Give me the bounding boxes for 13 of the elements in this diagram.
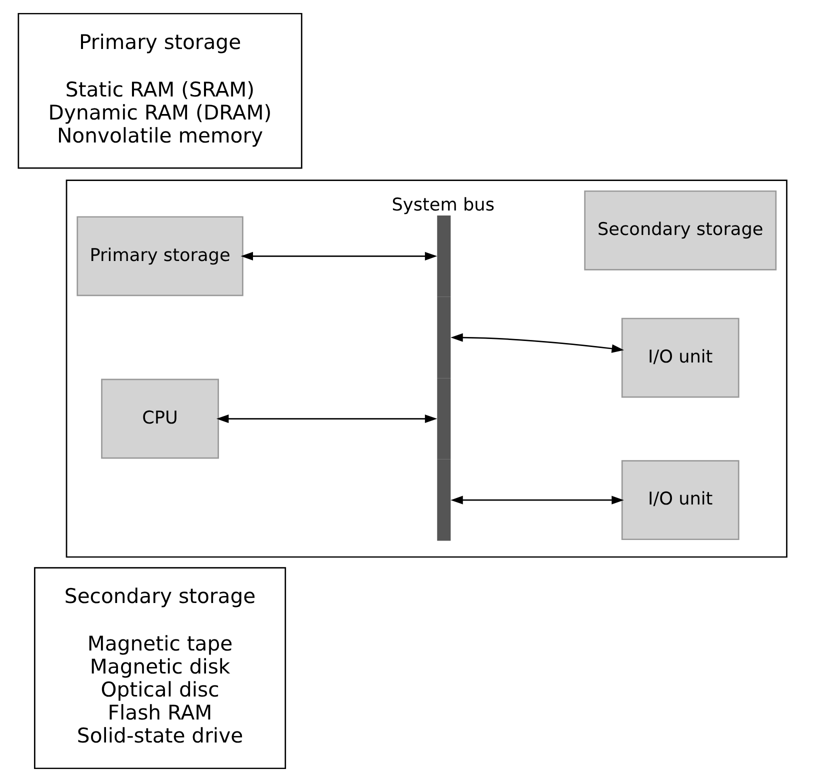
node-box: Primary storage — [76, 216, 244, 296]
node-box: CPU — [101, 378, 219, 459]
arrow — [240, 252, 438, 260]
node-box: Secondary storage — [584, 190, 777, 270]
arrow — [216, 414, 438, 424]
node-box: Secondary storage Magnetic tape Magnetic disk Optical disc Flash RAM Solid-state drive — [34, 567, 286, 770]
arrow — [450, 333, 624, 353]
node-box: I/O unit — [621, 460, 740, 540]
node-box: Primary storage Static RAM (SRAM) Dynamic RAM (DRAM) Nonvolatile memory — [18, 12, 302, 169]
arrow — [450, 496, 624, 504]
cluster — [66, 180, 788, 558]
node-box: I/O unit — [621, 318, 740, 398]
node-label: System bus — [392, 196, 495, 216]
